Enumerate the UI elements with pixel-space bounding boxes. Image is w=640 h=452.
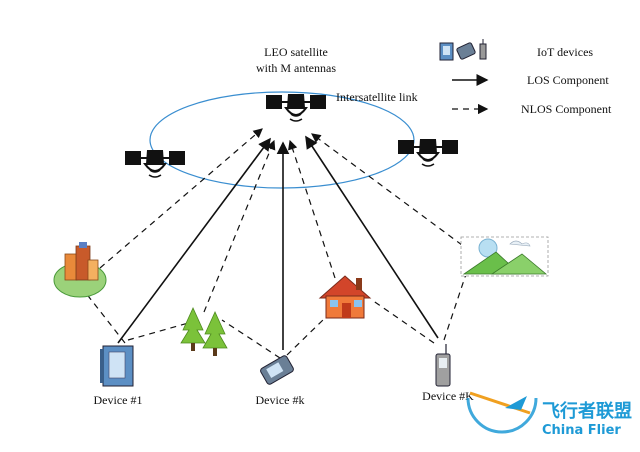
trees-icon: [180, 307, 228, 356]
watermark-cn: 飞行者联盟: [542, 400, 632, 422]
devicek-icon: [260, 355, 294, 385]
devicek-label: Device #k: [256, 393, 305, 407]
los-link-deviceK: [305, 135, 439, 339]
deviceK-label: Device #K: [422, 389, 474, 403]
satellite-label-line1: LEO satellite: [264, 45, 328, 59]
mountain-scene-icon: [460, 236, 549, 277]
los-link-device1: [117, 137, 271, 344]
legend: IoT devices LOS Component NLOS Component: [439, 39, 612, 116]
legend-los-label: LOS Component: [527, 73, 609, 87]
main-satellite-icon: [265, 93, 327, 122]
left-satellite-icon: [124, 149, 186, 178]
right-satellite-icon: [397, 138, 459, 167]
deviceK-icon: [435, 344, 451, 387]
device1-label: Device #1: [94, 393, 143, 407]
building-icon: [53, 242, 107, 298]
intersatellite-label: Intersatellite link: [336, 90, 418, 104]
legend-iot-label: IoT devices: [537, 45, 593, 59]
device1-icon: [100, 345, 134, 387]
legend-nlos-label: NLOS Component: [521, 102, 612, 116]
satellite-label-line2: with M antennas: [256, 61, 336, 75]
watermark-en: China Flier: [542, 423, 621, 438]
nlos-links: [77, 128, 471, 359]
house-icon: [318, 275, 372, 319]
los-links: [117, 135, 439, 350]
iot-legend-icons: [439, 39, 487, 61]
watermark-logo: 飞行者联盟 China Flier: [466, 391, 632, 438]
